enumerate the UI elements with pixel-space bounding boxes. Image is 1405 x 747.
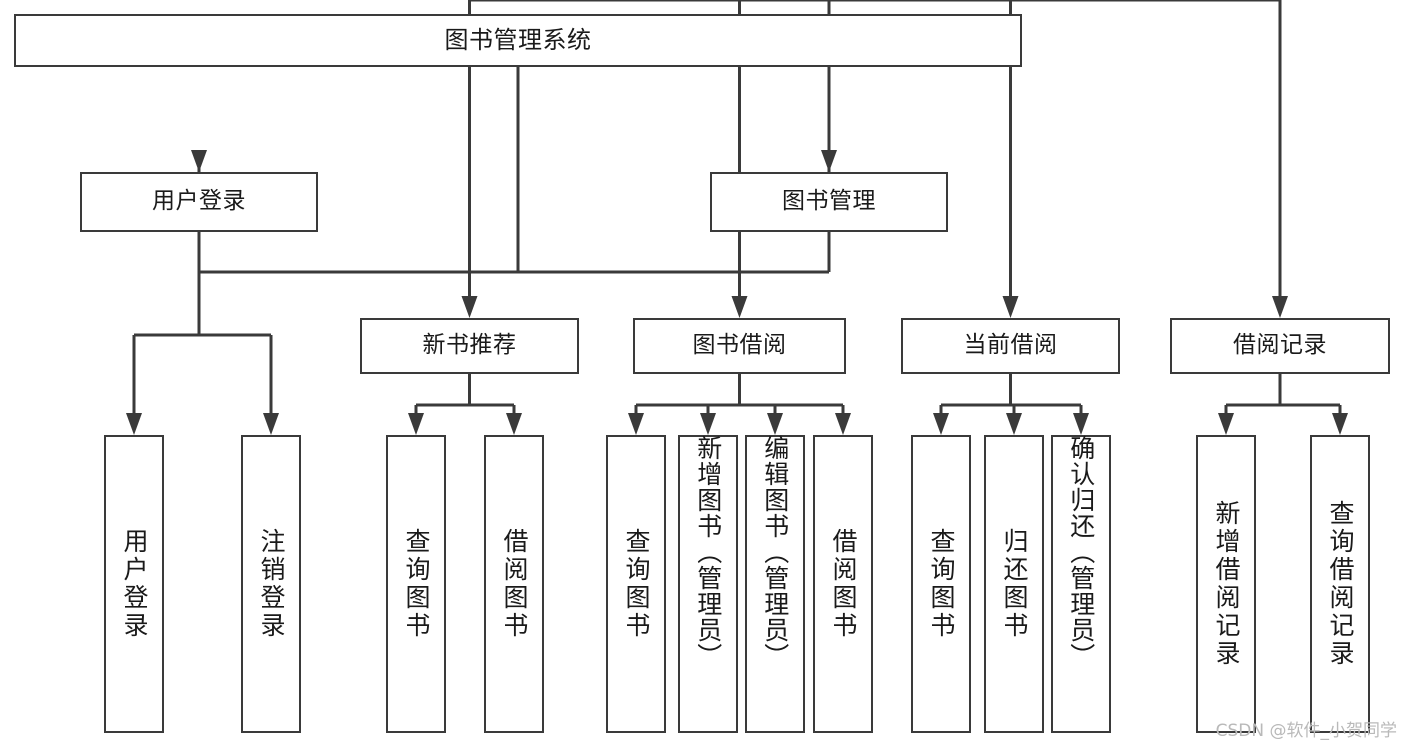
edge-arrowhead xyxy=(731,296,748,318)
csdn-watermark: CSDN @软件_小贺同学 xyxy=(1215,721,1397,741)
edge-arrowhead xyxy=(408,413,424,435)
edge-arrowhead xyxy=(191,150,207,172)
node-leaf-edit-book: 编辑图书（管理员） xyxy=(745,435,805,733)
node-label: 图书借阅 xyxy=(692,332,787,359)
node-label: 新增借阅记录 xyxy=(1212,500,1241,668)
node-leaf-query-book-1: 查询图书 xyxy=(386,435,446,733)
edge-arrowhead xyxy=(933,413,949,435)
node-label: 编辑图书（管理员） xyxy=(760,435,790,669)
edge-arrowhead xyxy=(1002,296,1019,318)
node-label: 查询图书 xyxy=(402,528,431,640)
node-label: 新书推荐 xyxy=(422,332,517,359)
node-current-borrow: 当前借阅 xyxy=(901,318,1120,374)
node-leaf-user-login: 用户登录 xyxy=(104,435,164,733)
node-leaf-borrow-book-2: 借阅图书 xyxy=(813,435,873,733)
edge-arrowhead xyxy=(628,413,644,435)
node-label: 借阅图书 xyxy=(829,528,858,640)
node-leaf-logout: 注销登录 xyxy=(241,435,301,733)
node-label: 用户登录 xyxy=(120,528,149,640)
node-label: 查询图书 xyxy=(927,528,956,640)
edge-arrowhead xyxy=(1332,413,1348,435)
edge-arrowhead xyxy=(767,413,783,435)
node-label: 查询图书 xyxy=(622,528,651,640)
node-label: 图书管理 xyxy=(782,188,876,215)
node-book-manage: 图书管理 xyxy=(710,172,948,232)
node-label: 借阅记录 xyxy=(1233,332,1327,359)
node-leaf-query-record: 查询借阅记录 xyxy=(1310,435,1370,733)
node-label: 借阅图书 xyxy=(500,528,529,640)
node-new-book-rec: 新书推荐 xyxy=(360,318,579,374)
node-root: 图书管理系统 xyxy=(14,14,1022,67)
edge-arrowhead xyxy=(1218,413,1234,435)
node-borrow-record: 借阅记录 xyxy=(1170,318,1390,374)
edge-arrowhead xyxy=(263,413,279,435)
edge-arrowhead xyxy=(835,413,851,435)
node-leaf-add-book: 新增图书（管理员） xyxy=(678,435,738,733)
node-leaf-add-record: 新增借阅记录 xyxy=(1196,435,1256,733)
node-book-borrow: 图书借阅 xyxy=(633,318,846,374)
node-label: 图书管理系统 xyxy=(444,26,592,55)
node-leaf-return-book: 归还图书 xyxy=(984,435,1044,733)
edge-arrowhead xyxy=(506,413,522,435)
node-leaf-borrow-book-1: 借阅图书 xyxy=(484,435,544,733)
node-label: 确认归还（管理员） xyxy=(1066,435,1096,669)
edge-arrowhead xyxy=(1006,413,1022,435)
node-label: 归还图书 xyxy=(1000,528,1029,640)
node-leaf-query-book-2: 查询图书 xyxy=(606,435,666,733)
node-label: 新增图书（管理员） xyxy=(693,435,723,669)
edge-arrowhead xyxy=(1073,413,1089,435)
node-label: 查询借阅记录 xyxy=(1326,500,1355,668)
node-user-login: 用户登录 xyxy=(80,172,318,232)
node-label: 注销登录 xyxy=(257,528,286,640)
node-leaf-query-book-3: 查询图书 xyxy=(911,435,971,733)
edge-arrowhead xyxy=(126,413,142,435)
edge-arrowhead xyxy=(1272,296,1288,318)
node-label: 当前借阅 xyxy=(963,332,1058,359)
edge-arrowhead xyxy=(461,296,478,318)
edge-arrowhead xyxy=(700,413,716,435)
node-leaf-confirm-return: 确认归还（管理员） xyxy=(1051,435,1111,733)
node-label: 用户登录 xyxy=(152,188,246,215)
